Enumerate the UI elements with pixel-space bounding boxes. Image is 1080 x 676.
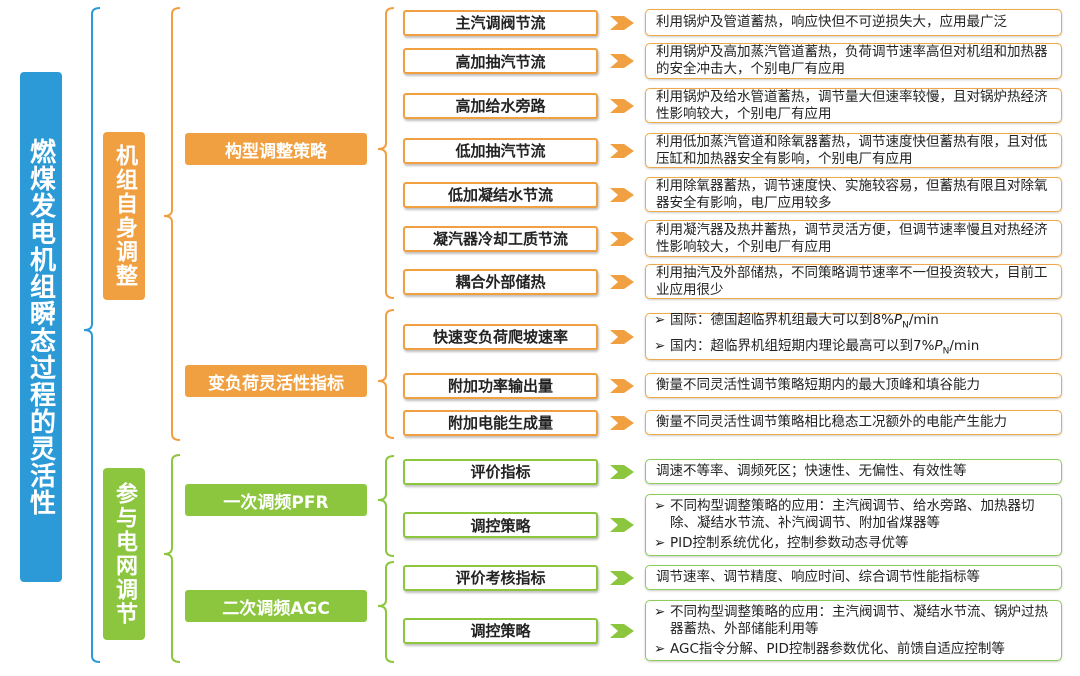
description-box: 利用锅炉及管道蓄热，响应快但不可逆损失大，应用最广泛 xyxy=(645,9,1062,36)
description-text: 利用锅炉及管道蓄热，响应快但不可逆损失大，应用最广泛 xyxy=(656,14,1007,30)
description-text: 利用凝汽器及热井蓄热，调节灵活方便，但调节速率慢且对热经济性影响较大，个别电厂有… xyxy=(656,221,1048,255)
description-text: 衡量不同灵活性调节策略相比稳态工况额外的电能产生能力 xyxy=(656,414,1007,430)
group-box: 参与电网调节 xyxy=(103,468,145,640)
arrow-icon xyxy=(610,463,634,481)
item-box: 调控策略 xyxy=(403,617,598,644)
description-box: 利用锅炉及高加蒸汽管道蓄热，负荷调节速率高但对机组和加热器的安全冲击大，个别电厂… xyxy=(645,43,1062,79)
description-box: 利用抽汽及外部储热，不同策略调节速率不一但投资较大，目前工业应用很少 xyxy=(645,264,1062,299)
description-text: 调节速率、调节精度、响应时间、综合调节性能指标等 xyxy=(656,569,980,585)
item-box: 耦合外部储热 xyxy=(403,268,598,295)
description-box: 调节速率、调节精度、响应时间、综合调节性能指标等 xyxy=(645,565,1062,590)
bullet-text: 不同构型调整策略的应用：主汽阀调节、给水旁路、加热器切除、凝结水节流、补汽阀调节… xyxy=(670,498,1035,531)
bracket xyxy=(163,7,181,441)
item-box: 快速变负荷爬坡速率 xyxy=(403,323,598,350)
bracket xyxy=(377,7,395,299)
description-box: ➢不同构型调整策略的应用：主汽阀调节、凝结水节流、锅炉过热器蓄热、外部储能利用等… xyxy=(645,600,1062,661)
item-box: 低加凝结水节流 xyxy=(403,181,598,208)
description-box: 调速不等率、调频死区；快速性、无偏性、有效性等 xyxy=(645,459,1062,484)
bracket xyxy=(163,454,181,663)
bullet-item: ➢不同构型调整策略的应用：主汽阀调节、给水旁路、加热器切除、凝结水节流、补汽阀调… xyxy=(654,498,1051,532)
bullet-text: PID控制系统优化，控制参数动态寻优等 xyxy=(670,535,909,551)
bullet-text: 国际：德国超临界机组最大可以到8%PN/min xyxy=(670,312,939,331)
item-box: 调控策略 xyxy=(403,512,598,538)
arrow-icon xyxy=(610,516,634,534)
arrow-icon xyxy=(610,622,634,640)
bullet-item: ➢PID控制系统优化，控制参数动态寻优等 xyxy=(654,535,1051,552)
item-box: 评价考核指标 xyxy=(403,564,598,591)
bullet-item: ➢不同构型调整策略的应用：主汽阀调节、凝结水节流、锅炉过热器蓄热、外部储能利用等 xyxy=(654,604,1051,638)
description-box: 利用凝汽器及热井蓄热，调节灵活方便，但调节速率慢且对热经济性影响较大，个别电厂有… xyxy=(645,220,1062,257)
item-box: 附加功率输出量 xyxy=(403,372,598,399)
item-box: 评价指标 xyxy=(403,458,598,485)
arrow-icon xyxy=(610,414,634,432)
item-box: 高加给水旁路 xyxy=(403,92,598,119)
subgroup-box: 一次调频PFR xyxy=(185,484,367,516)
description-text: 利用除氧器蓄热，调节速度快、实施较容易，但蓄热有限且对除氧器安全有影响，电厂应用… xyxy=(656,177,1048,211)
bullet-arrow-icon: ➢ xyxy=(654,535,666,551)
arrow-icon xyxy=(610,186,634,204)
description-box: 利用除氧器蓄热，调节速度快、实施较容易，但蓄热有限且对除氧器安全有影响，电厂应用… xyxy=(645,177,1062,212)
bracket xyxy=(377,561,395,663)
description-text: 衡量不同灵活性调节策略短期内的最大顶峰和填谷能力 xyxy=(656,377,980,393)
subgroup-box: 构型调整策略 xyxy=(185,133,367,165)
description-box: 利用低加蒸汽管道和除氧器蓄热，调节速度快但蓄热有限，且对低压缸和加热器安全有影响… xyxy=(645,133,1062,168)
description-box: 衡量不同灵活性调节策略相比稳态工况额外的电能产生能力 xyxy=(645,410,1062,435)
bullet-text: 国内：超临界机组短期内理论最高可以到7%PN/min xyxy=(670,338,980,357)
bracket xyxy=(377,455,395,557)
bullet-item: ➢国内：超临界机组短期内理论最高可以到7%PN/min xyxy=(654,338,1051,361)
bullet-arrow-icon: ➢ xyxy=(654,312,666,329)
description-box: 衡量不同灵活性调节策略短期内的最大顶峰和填谷能力 xyxy=(645,373,1062,398)
arrow-icon xyxy=(610,569,634,587)
description-text: 调速不等率、调频死区；快速性、无偏性、有效性等 xyxy=(656,463,967,479)
description-text: 利用锅炉及高加蒸汽管道蓄热，负荷调节速率高但对机组和加热器的安全冲击大，个别电厂… xyxy=(656,44,1048,77)
arrow-icon xyxy=(610,97,634,115)
bullet-text: 不同构型调整策略的应用：主汽阀调节、凝结水节流、锅炉过热器蓄热、外部储能利用等 xyxy=(670,603,1048,637)
arrow-icon xyxy=(610,142,634,160)
bracket xyxy=(377,309,395,439)
description-text: 利用抽汽及外部储热，不同策略调节速率不一但投资较大，目前工业应用很少 xyxy=(656,264,1048,298)
group-box: 机组自身调整 xyxy=(103,132,145,300)
item-box: 凝汽器冷却工质节流 xyxy=(403,225,598,252)
description-box: ➢国际：德国超临界机组最大可以到8%PN/min➢国内：超临界机组短期内理论最高… xyxy=(645,312,1062,361)
arrow-icon xyxy=(610,14,634,32)
arrow-icon xyxy=(610,273,634,291)
item-box: 高加抽汽节流 xyxy=(403,48,598,74)
subgroup-box: 二次调频AGC xyxy=(185,590,367,622)
subgroup-box: 变负荷灵活性指标 xyxy=(185,365,367,397)
bullet-item: ➢国际：德国超临界机组最大可以到8%PN/min xyxy=(654,312,1051,335)
bullet-item: ➢AGC指令分解、PID控制器参数优化、前馈自适应控制等 xyxy=(654,641,1051,658)
arrow-icon xyxy=(610,328,634,346)
arrow-icon xyxy=(610,377,634,395)
description-box: 利用锅炉及给水管道蓄热，调节量大但速率较慢，且对锅炉热经济性影响较大，个别电厂有… xyxy=(645,88,1062,123)
description-box: ➢不同构型调整策略的应用：主汽阀调节、给水旁路、加热器切除、凝结水节流、补汽阀调… xyxy=(645,494,1062,556)
description-text: 利用锅炉及给水管道蓄热，调节量大但速率较慢，且对锅炉热经济性影响较大，个别电厂有… xyxy=(656,88,1048,122)
bullet-arrow-icon: ➢ xyxy=(654,640,666,657)
arrow-icon xyxy=(610,230,634,248)
main-title: 燃煤发电机组瞬态过程的灵活性 xyxy=(20,72,62,582)
item-box: 主汽调阀节流 xyxy=(403,9,598,36)
bracket xyxy=(83,7,101,663)
item-box: 低加抽汽节流 xyxy=(403,137,598,164)
arrow-icon xyxy=(610,52,634,70)
bullet-text: AGC指令分解、PID控制器参数优化、前馈自适应控制等 xyxy=(670,640,1005,657)
item-box: 附加电能生成量 xyxy=(403,409,598,436)
bullet-arrow-icon: ➢ xyxy=(654,603,666,620)
description-text: 利用低加蒸汽管道和除氧器蓄热，调节速度快但蓄热有限，且对低压缸和加热器安全有影响… xyxy=(656,133,1048,167)
bullet-arrow-icon: ➢ xyxy=(654,498,666,514)
bullet-arrow-icon: ➢ xyxy=(654,338,666,354)
